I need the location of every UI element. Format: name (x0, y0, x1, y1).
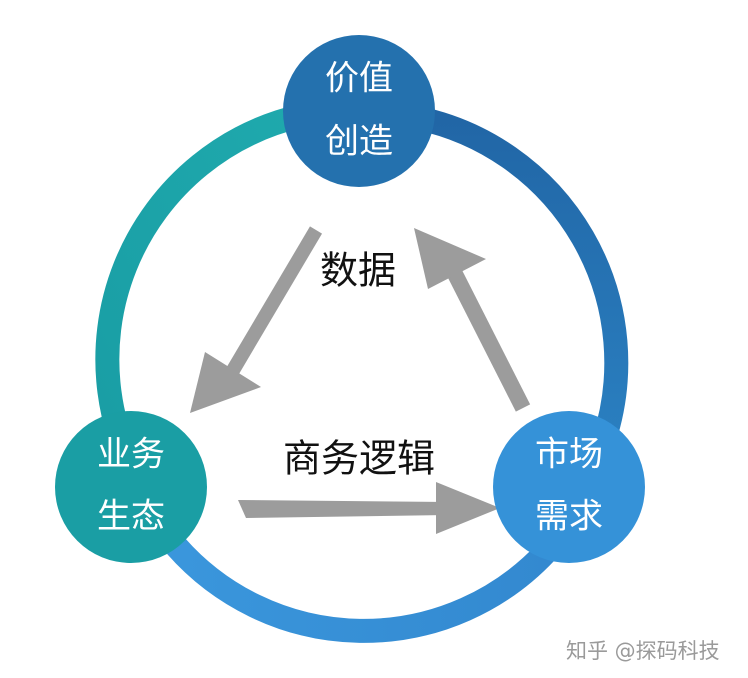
node-market-demand-line1: 市场 (535, 435, 603, 475)
node-business-ecology: 业务 生态 (55, 411, 207, 563)
ring-segment-bottom (166, 538, 555, 643)
ring-segment-right (415, 106, 629, 444)
watermark: 知乎 @探码科技 (566, 639, 720, 663)
node-market-demand: 市场 需求 (493, 411, 645, 563)
node-business-ecology-line2: 生态 (97, 497, 165, 537)
arrow-value-return (414, 228, 531, 412)
node-value-creation-line2: 创造 (325, 122, 393, 162)
edge-label-data: 数据 (320, 249, 396, 293)
node-business-ecology-line1: 业务 (97, 435, 165, 475)
node-market-demand-line2: 需求 (535, 497, 603, 537)
node-value-creation: 价值 创造 (283, 35, 435, 187)
edge-label-business-logic: 商务逻辑 (283, 437, 435, 481)
arrow-data (190, 226, 323, 413)
node-value-creation-line1: 价值 (325, 59, 393, 99)
arrow-business-logic (238, 482, 500, 534)
